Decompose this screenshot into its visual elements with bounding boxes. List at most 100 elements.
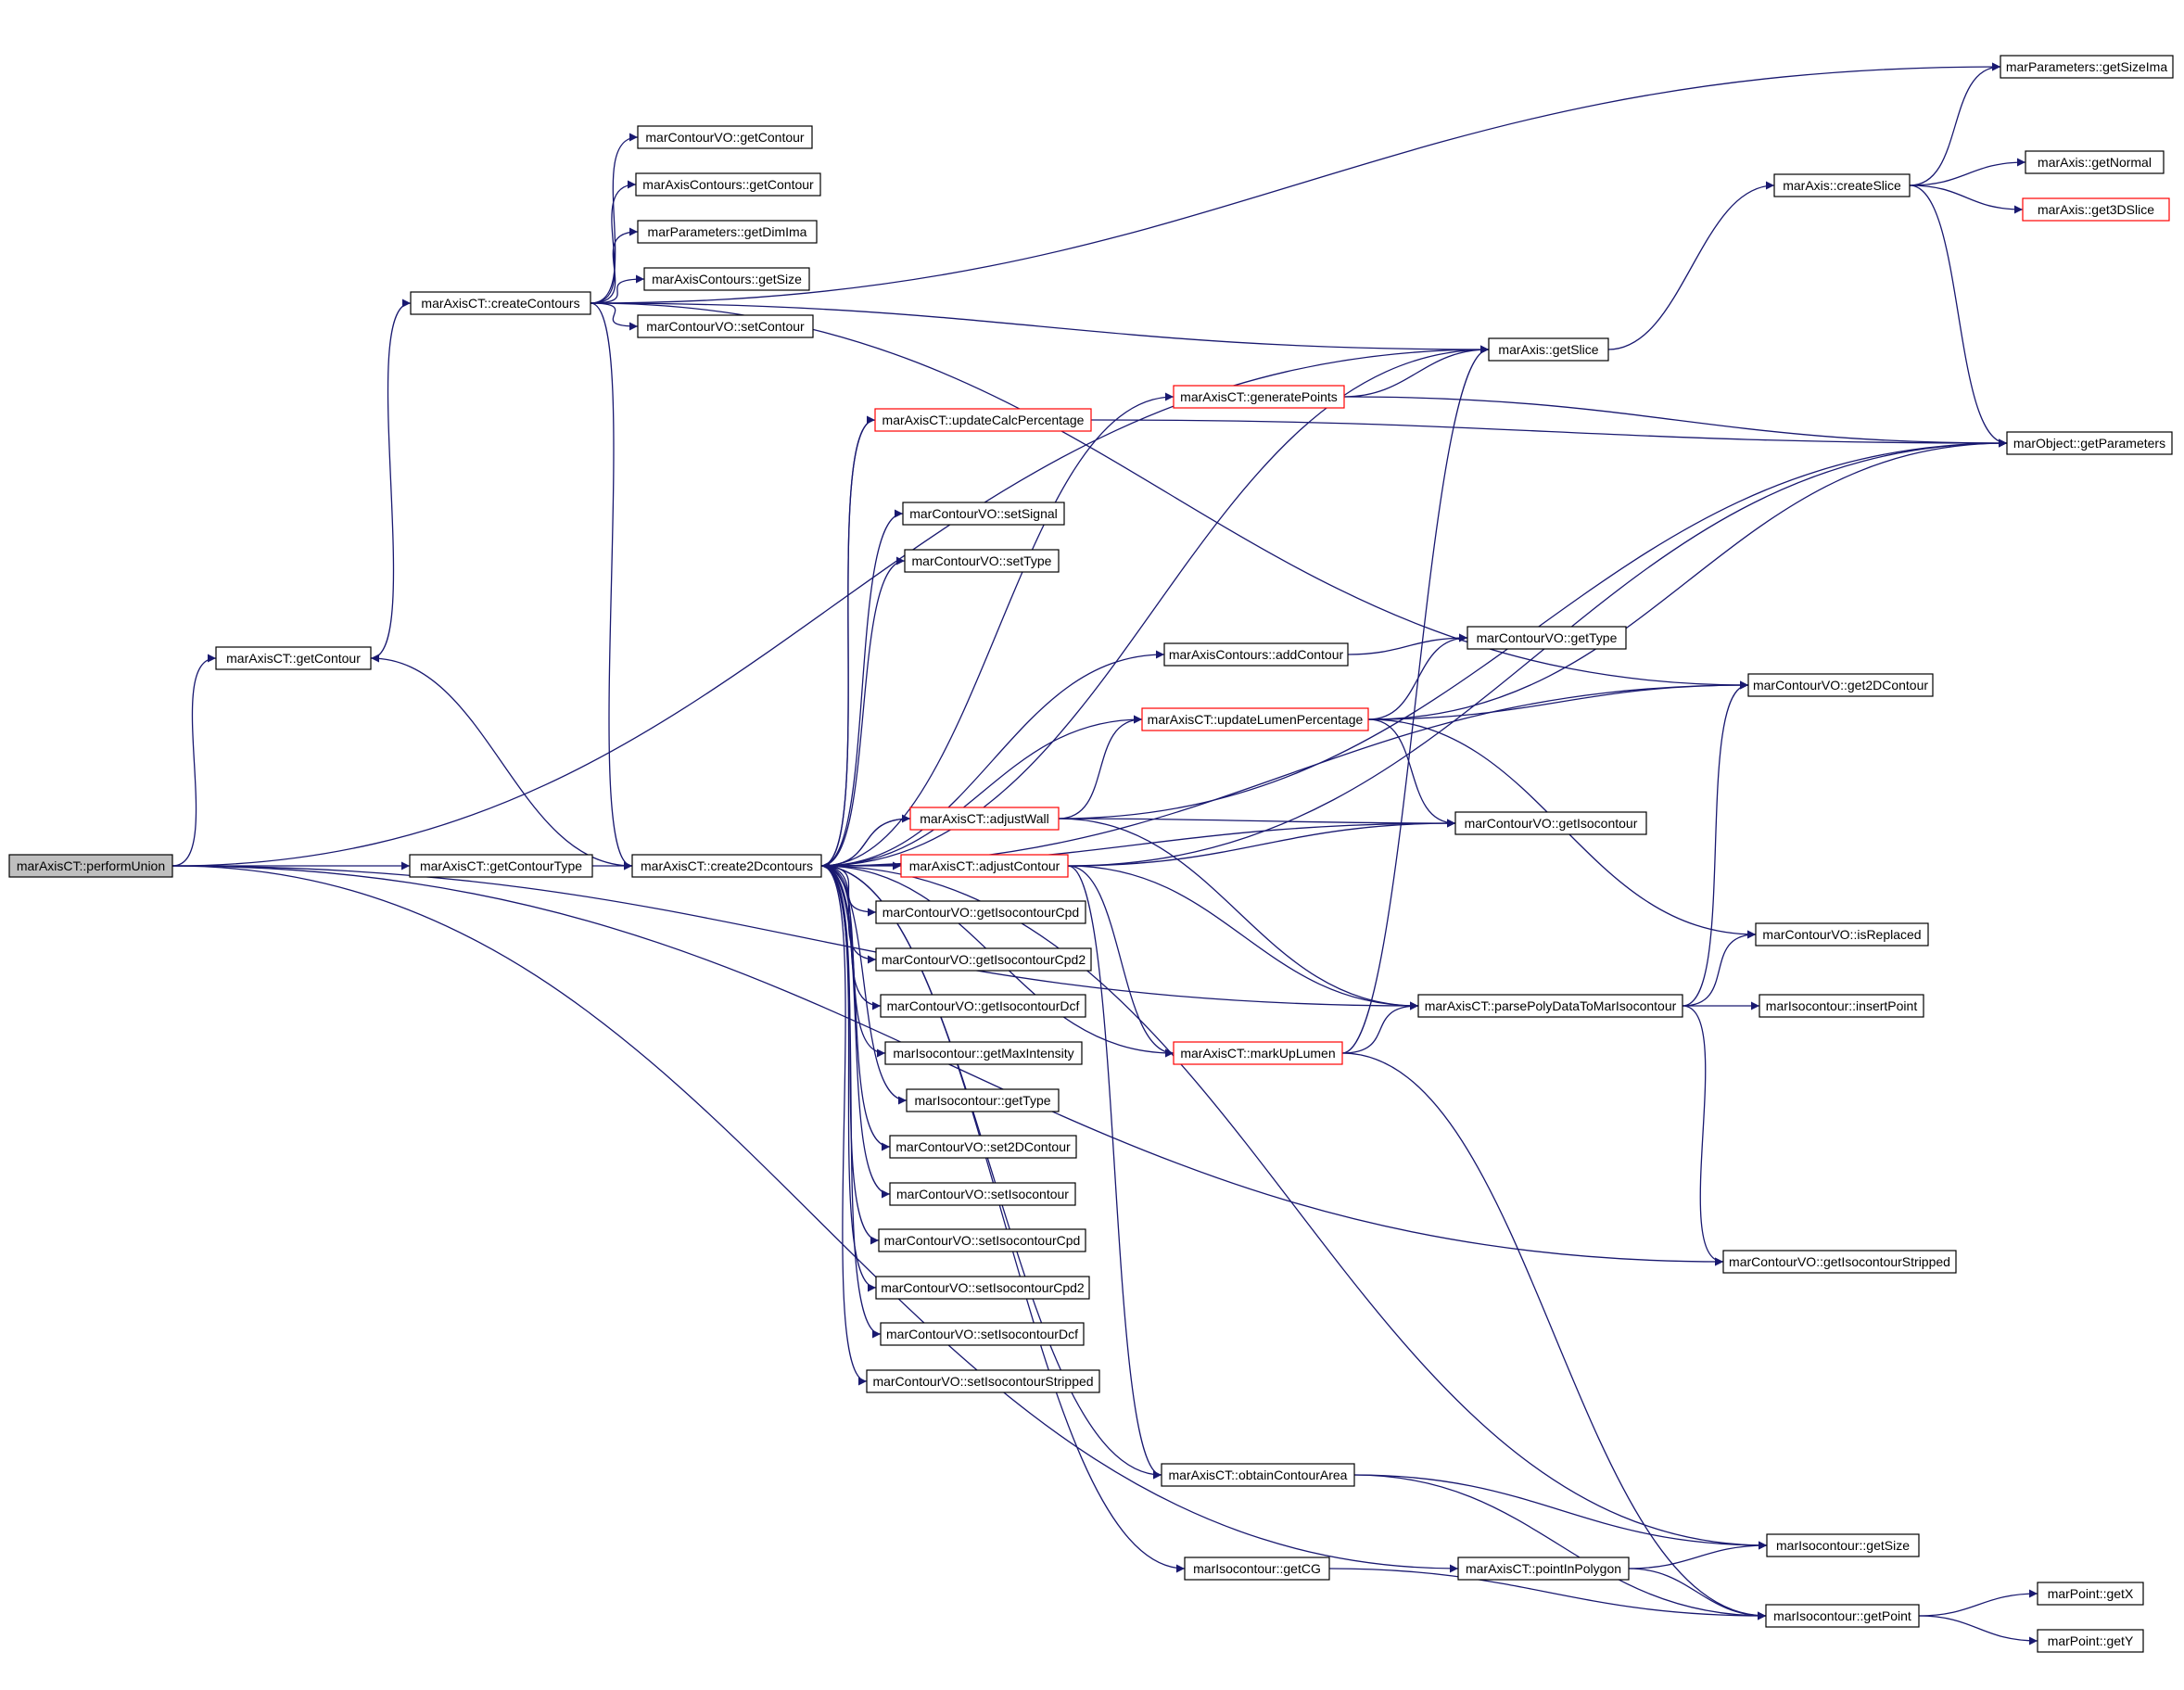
node-perform-union[interactable]: marAxisCT::performUnion bbox=[8, 854, 173, 878]
node-axis-get-slice[interactable]: marAxis::getSlice bbox=[1488, 337, 1609, 362]
node-box bbox=[1759, 994, 1924, 1018]
edge-update-lumen-percentage-to-cvo-get-isocontour bbox=[1367, 718, 1456, 828]
node-ac-add-contour[interactable]: marAxisContours::addContour bbox=[1163, 642, 1349, 667]
node-obj-get-parameters[interactable]: marObject::getParameters bbox=[2006, 431, 2173, 455]
edge-point-in-polygon-to-iso-get-point bbox=[1628, 1568, 1767, 1620]
edge-obtain-contour-area-to-iso-get-point bbox=[1353, 1474, 1767, 1620]
node-cvo-get-isocontour-cpd2[interactable]: marContourVO::getIsocontourCpd2 bbox=[875, 947, 1092, 972]
node-cvo-set-contour[interactable]: marContourVO::setContour bbox=[637, 314, 814, 338]
node-box bbox=[2037, 1629, 2144, 1653]
node-iso-get-size[interactable]: marIsocontour::getSize bbox=[1766, 1533, 1920, 1557]
edge-axis-get-slice-to-axis-create-slice bbox=[1607, 181, 1775, 350]
node-box bbox=[1467, 626, 1627, 650]
node-obtain-contour-area[interactable]: marAxisCT::obtainContourArea bbox=[1161, 1463, 1355, 1487]
node-pt-get-x[interactable]: marPoint::getX bbox=[2037, 1582, 2144, 1606]
node-cvo-get-isocontour-stripped[interactable]: marContourVO::getIsocontourStripped bbox=[1722, 1250, 1957, 1274]
node-box bbox=[8, 854, 173, 878]
node-label: marAxisCT::updateLumenPercentage bbox=[1148, 712, 1364, 727]
node-box bbox=[409, 854, 593, 878]
node-parse-poly-data[interactable]: marAxisCT::parsePolyDataToMarIsocontour bbox=[1417, 994, 1683, 1018]
node-box bbox=[900, 854, 1069, 878]
node-box bbox=[637, 220, 818, 244]
node-label: marIsocontour::getPoint bbox=[1773, 1608, 1911, 1623]
edge-ac-add-contour-to-cvo-get-type bbox=[1347, 633, 1468, 655]
node-ac-get-size[interactable]: marAxisContours::getSize bbox=[643, 267, 810, 291]
node-cvo-set-isocontour-cpd2[interactable]: marContourVO::setIsocontourCpd2 bbox=[875, 1276, 1090, 1300]
node-cvo-set2-dcontour[interactable]: marContourVO::set2DContour bbox=[889, 1135, 1077, 1159]
node-cvo-set-isocontour-dcf[interactable]: marContourVO::setIsocontourDcf bbox=[880, 1322, 1085, 1346]
node-cvo-set-type[interactable]: marContourVO::setType bbox=[904, 549, 1060, 573]
node-label: marParameters::getDimIma bbox=[648, 224, 807, 239]
edge-create-contours-to-axis-get-slice bbox=[590, 302, 1490, 354]
edge-iso-get-point-to-pt-get-x bbox=[1918, 1589, 2038, 1617]
node-create-contours[interactable]: marAxisCT::createContours bbox=[410, 291, 591, 315]
node-point-in-polygon[interactable]: marAxisCT::pointInPolygon bbox=[1457, 1557, 1630, 1581]
edge-create-contours-to-cvo-get-contour bbox=[590, 133, 639, 304]
edge-axis-create-slice-to-obj-get-parameters bbox=[1909, 184, 2008, 448]
node-generate-points[interactable]: marAxisCT::generatePoints bbox=[1173, 385, 1345, 409]
edge-generate-points-to-obj-get-parameters bbox=[1343, 396, 2008, 448]
node-box bbox=[631, 854, 822, 878]
node-iso-get-point[interactable]: marIsocontour::getPoint bbox=[1765, 1604, 1920, 1628]
node-mp-get-size-ima[interactable]: marParameters::getSizeIma bbox=[2000, 55, 2174, 79]
node-box bbox=[635, 172, 821, 197]
node-box bbox=[410, 291, 591, 315]
node-cvo-is-replaced[interactable]: marContourVO::isReplaced bbox=[1755, 922, 1929, 947]
node-cvo-get-isocontour-dcf[interactable]: marContourVO::getIsocontourDcf bbox=[880, 994, 1086, 1018]
node-iso-insert-point[interactable]: marIsocontour::insertPoint bbox=[1759, 994, 1924, 1018]
edge-create2-dcontours-to-update-lumen-percentage bbox=[820, 715, 1143, 867]
edge-mark-up-lumen-to-parse-poly-data bbox=[1341, 1001, 1419, 1054]
edge-adjust-contour-to-cvo-get-isocontour bbox=[1067, 819, 1456, 867]
nodes-layer: marAxisCT::performUnion marAxisCT::getCon… bbox=[8, 55, 2174, 1653]
node-label: marAxisCT::adjustWall bbox=[920, 811, 1049, 826]
node-iso-get-cg[interactable]: marIsocontour::getCG bbox=[1184, 1557, 1330, 1581]
node-box bbox=[875, 947, 1092, 972]
node-label: marAxisCT::pointInPolygon bbox=[1466, 1561, 1621, 1576]
edge-mark-up-lumen-to-axis-get-slice bbox=[1341, 345, 1490, 1054]
node-label: marAxis::getSlice bbox=[1498, 342, 1598, 357]
node-mp-get-dim-ima[interactable]: marParameters::getDimIma bbox=[637, 220, 818, 244]
node-cvo-get2-dcontour[interactable]: marContourVO::get2DContour bbox=[1747, 673, 1934, 697]
node-ac-get-contour[interactable]: marAxisContours::getContour bbox=[635, 172, 821, 197]
node-update-lumen-percentage[interactable]: marAxisCT::updateLumenPercentage bbox=[1141, 707, 1369, 731]
node-label: marAxisContours::addContour bbox=[1169, 647, 1344, 662]
node-iso-get-max-intensity[interactable]: marIsocontour::getMaxIntensity bbox=[884, 1041, 1083, 1065]
node-cvo-set-signal[interactable]: marContourVO::setSignal bbox=[902, 502, 1065, 526]
edge-create2-dcontours-to-iso-get-type bbox=[820, 865, 908, 1105]
node-create2-dcontours[interactable]: marAxisCT::create2Dcontours bbox=[631, 854, 822, 878]
node-adjust-contour[interactable]: marAxisCT::adjustContour bbox=[900, 854, 1069, 878]
node-axis-create-slice[interactable]: marAxis::createSlice bbox=[1773, 173, 1911, 197]
node-box bbox=[1163, 642, 1349, 667]
node-cvo-set-isocontour-stripped[interactable]: marContourVO::setIsocontourStripped bbox=[866, 1369, 1100, 1393]
node-axis-get3-dslice[interactable]: marAxis::get3DSlice bbox=[2022, 197, 2170, 222]
node-box bbox=[2037, 1582, 2144, 1606]
node-pt-get-y[interactable]: marPoint::getY bbox=[2037, 1629, 2144, 1653]
node-cvo-get-type[interactable]: marContourVO::getType bbox=[1467, 626, 1627, 650]
edge-create2-dcontours-to-cvo-set2-dcontour bbox=[820, 865, 891, 1151]
node-box bbox=[906, 1088, 1060, 1112]
node-label: marContourVO::getIsocontourDcf bbox=[887, 998, 1080, 1013]
node-get-contour-type[interactable]: marAxisCT::getContourType bbox=[409, 854, 593, 878]
edge-create2-dcontours-to-cvo-set-isocontour-dcf bbox=[820, 865, 882, 1339]
node-cvo-get-contour[interactable]: marContourVO::getContour bbox=[637, 125, 813, 149]
node-label: marContourVO::getIsocontourStripped bbox=[1729, 1254, 1950, 1269]
node-update-calc-percentage[interactable]: marAxisCT::updateCalcPercentage bbox=[874, 408, 1092, 432]
node-cvo-set-isocontour[interactable]: marContourVO::setIsocontour bbox=[889, 1182, 1076, 1206]
node-iso-get-type[interactable]: marIsocontour::getType bbox=[906, 1088, 1060, 1112]
node-cvo-set-isocontour-cpd[interactable]: marContourVO::setIsocontourCpd bbox=[878, 1228, 1086, 1252]
node-get-contour[interactable]: marAxisCT::getContour bbox=[215, 646, 372, 670]
node-mark-up-lumen[interactable]: marAxisCT::markUpLumen bbox=[1173, 1041, 1343, 1065]
node-box bbox=[878, 1228, 1086, 1252]
edge-create2-dcontours-to-ac-add-contour bbox=[820, 650, 1165, 867]
edge-adjust-wall-to-parse-poly-data bbox=[1058, 818, 1419, 1010]
node-box bbox=[889, 1182, 1076, 1206]
node-box bbox=[637, 125, 813, 149]
node-axis-get-normal[interactable]: marAxis::getNormal bbox=[2025, 150, 2165, 174]
edge-adjust-wall-to-update-lumen-percentage bbox=[1058, 715, 1143, 820]
node-box bbox=[2000, 55, 2174, 79]
node-cvo-get-isocontour-cpd[interactable]: marContourVO::getIsocontourCpd bbox=[875, 900, 1086, 924]
node-adjust-wall[interactable]: marAxisCT::adjustWall bbox=[909, 807, 1060, 831]
node-box bbox=[880, 1322, 1085, 1346]
node-cvo-get-isocontour[interactable]: marContourVO::getIsocontour bbox=[1454, 811, 1647, 835]
